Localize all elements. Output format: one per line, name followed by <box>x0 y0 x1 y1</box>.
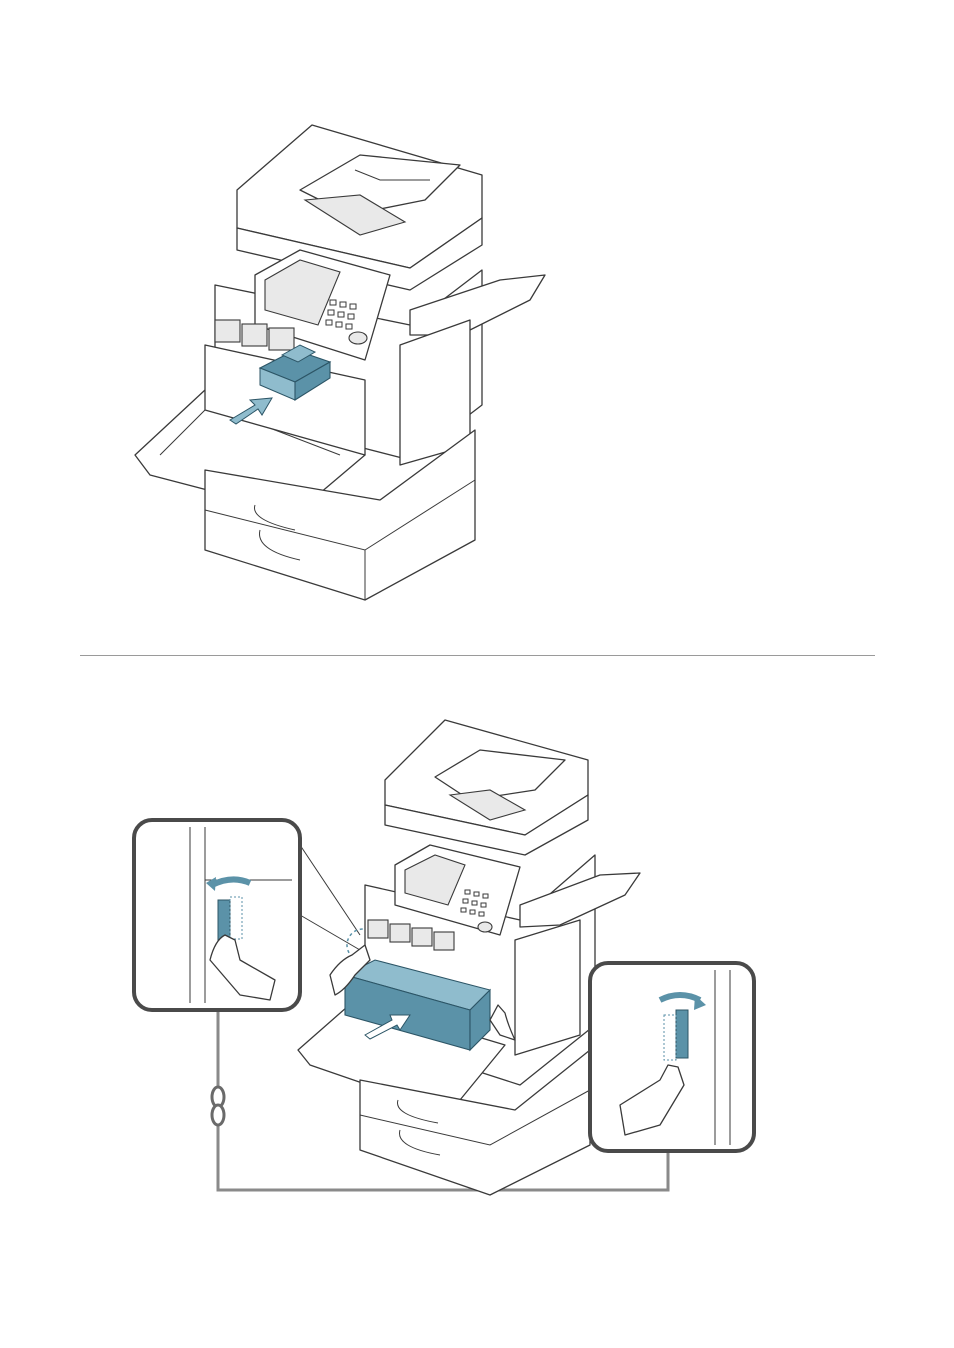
start-button-icon <box>478 922 492 932</box>
figure-insert-toner <box>0 110 954 610</box>
section-divider <box>80 655 875 656</box>
start-button-icon <box>349 332 367 344</box>
printer-illustration <box>0 110 954 610</box>
callout-right-lever <box>590 963 754 1151</box>
side-door <box>515 920 580 1055</box>
figure-remove-waste-container <box>0 705 954 1205</box>
printer-illustration <box>0 705 954 1205</box>
chain-link-icon <box>212 1087 224 1125</box>
